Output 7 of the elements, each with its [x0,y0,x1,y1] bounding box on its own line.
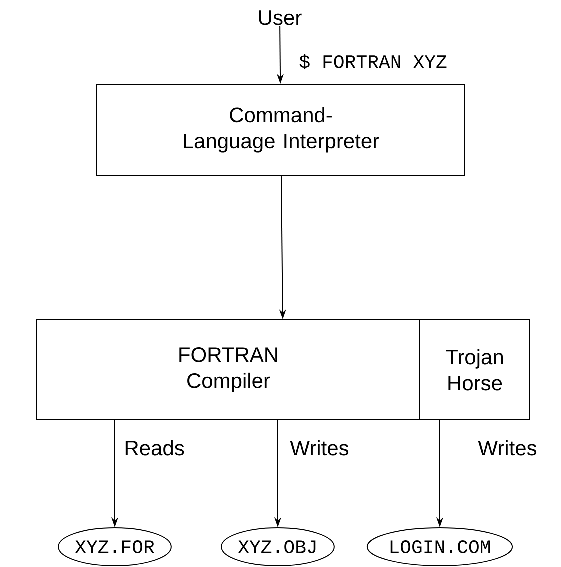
edge-label: $ FORTRAN XYZ [300,54,447,70]
edge-label: Writes [290,440,349,456]
process-box: Command-Language Interpreter [96,84,466,176]
module-box: Trojan Horse [420,320,530,420]
edge-label: Writes [478,440,537,456]
edge-label: Reads [126,440,184,456]
actor-label: User [259,10,302,26]
